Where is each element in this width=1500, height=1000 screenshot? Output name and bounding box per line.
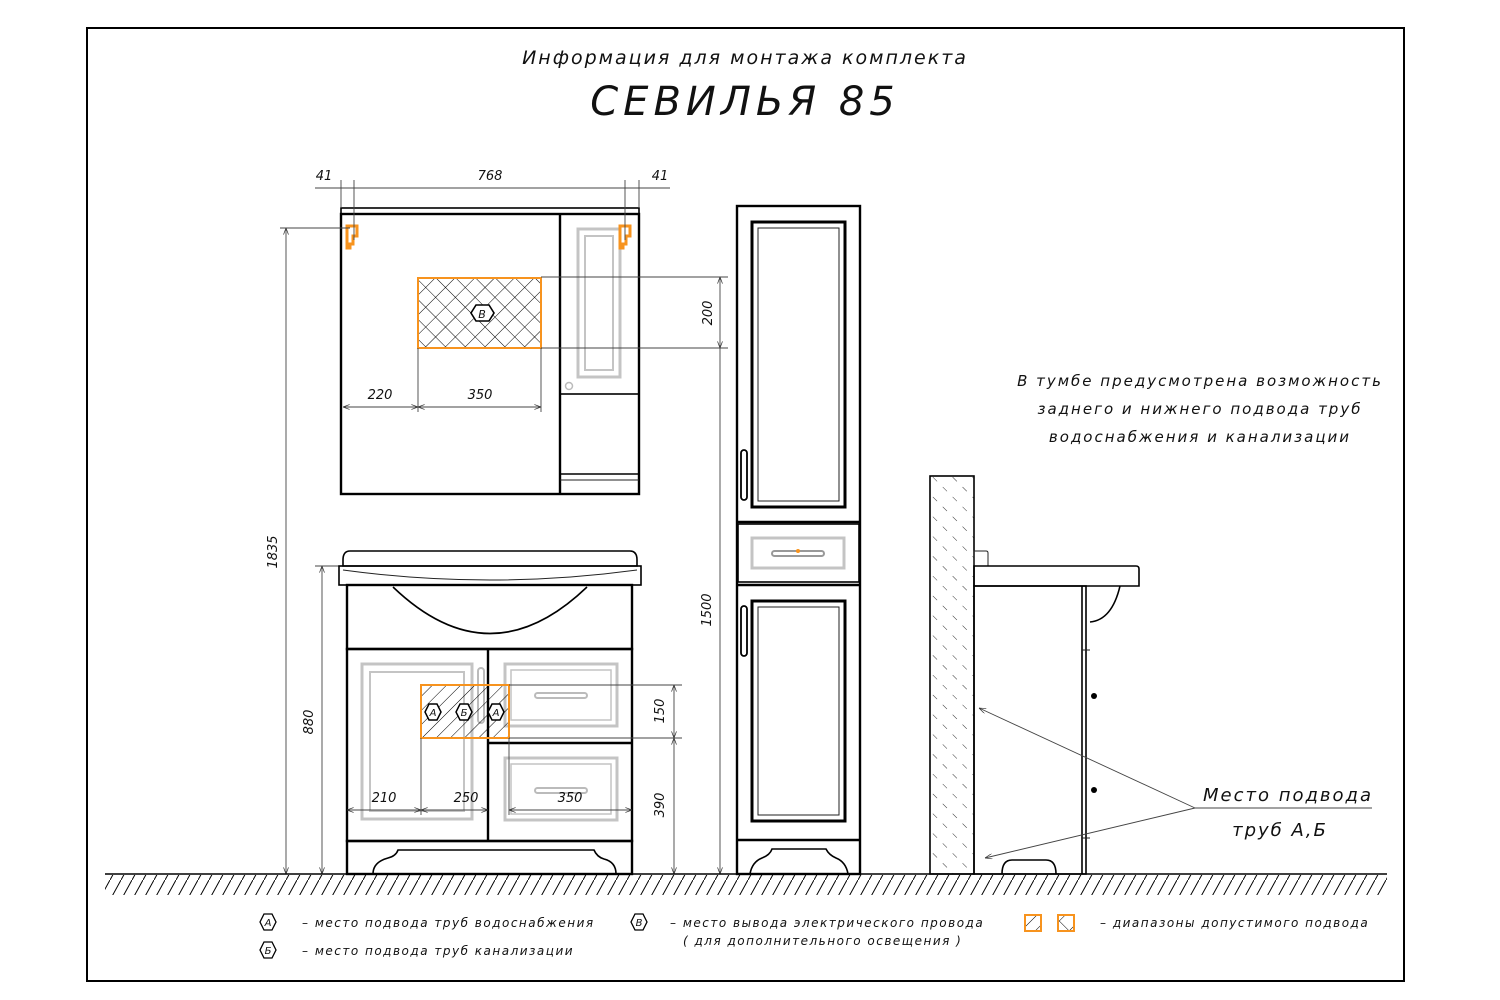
side-view <box>929 475 1140 875</box>
legend-item-electric: В – место вывода электрического провода … <box>630 913 984 948</box>
vanity-unit: А Б А <box>338 550 642 876</box>
mount-hook-icon <box>345 224 359 250</box>
knob-icon <box>564 381 574 391</box>
drawer-handle-icon <box>534 692 588 699</box>
marker-water-icon: А <box>487 703 505 721</box>
page-subtitle: Информация для монтажа комплекта <box>522 47 968 69</box>
marker-water-icon <box>259 913 277 931</box>
svg-text:200: 200 <box>701 301 716 326</box>
svg-text:390: 390 <box>653 793 668 818</box>
svg-text:Место подвода: Место подвода <box>1203 785 1373 806</box>
svg-text:210: 210 <box>372 791 397 806</box>
svg-text:труб А,Б: труб А,Б <box>1232 820 1328 841</box>
page-title: СЕВИЛЬЯ 85 <box>590 79 900 125</box>
installation-note: В тумбе предусмотрена возможность заднег… <box>1017 372 1383 446</box>
mount-hook-icon <box>618 224 632 250</box>
vanity-dimensions: 210 250 350 150 390 <box>347 684 682 874</box>
pipe-callout: Место подвода труб А,Б <box>979 708 1373 858</box>
marker-sewer-icon: Б <box>455 703 473 721</box>
svg-text:В тумбе предусмотрена возможно: В тумбе предусмотрена возможность <box>1017 372 1383 390</box>
floor-line <box>105 873 1387 895</box>
mirror-dimensions: 41 768 41 220 350 200 <box>315 169 728 412</box>
pencil-cabinet <box>735 204 862 876</box>
legend-item-ranges: – диапазоны допустимого подвода <box>1024 914 1369 932</box>
marker-electric-icon <box>470 304 495 322</box>
svg-text:– место подвода труб водоснабж: – место подвода труб водоснабжения <box>302 916 595 930</box>
svg-text:( для дополнительного освещени: ( для дополнительного освещения ) <box>683 934 962 948</box>
knob-icon <box>1091 693 1097 699</box>
door-handle-icon <box>740 605 748 657</box>
svg-text:– место подвода труб канализац: – место подвода труб канализации <box>302 944 574 958</box>
svg-text:880: 880 <box>302 710 317 735</box>
svg-text:– диапазоны допустимого подвод: – диапазоны допустимого подвода <box>1100 916 1369 930</box>
marker-electric-icon <box>630 913 648 931</box>
svg-text:41: 41 <box>316 169 333 184</box>
svg-text:Б: Б <box>461 708 468 719</box>
legend-item-sewer: Б – место подвода труб канализации <box>259 941 574 959</box>
svg-text:водоснабжения и канализации: водоснабжения и канализации <box>1049 428 1351 446</box>
height-dimensions: 1835 880 1500 <box>266 227 720 874</box>
svg-text:А: А <box>492 708 500 719</box>
svg-text:В: В <box>478 308 486 321</box>
marker-water-icon: А <box>424 703 442 721</box>
drawing-frame <box>86 27 1405 982</box>
wall-section <box>929 475 975 875</box>
svg-text:В: В <box>636 918 643 929</box>
svg-text:41: 41 <box>652 169 669 184</box>
drawer-handle-icon <box>534 787 588 794</box>
knob-icon <box>1091 787 1097 793</box>
hatch-range-icon <box>1024 914 1042 932</box>
svg-text:150: 150 <box>653 699 668 724</box>
svg-text:Б: Б <box>265 946 272 957</box>
svg-text:250: 250 <box>454 791 479 806</box>
legend: А – место подвода труб водоснабжения Б –… <box>259 913 1369 959</box>
marker-sewer-icon <box>259 941 277 959</box>
svg-text:А: А <box>429 708 437 719</box>
svg-text:1835: 1835 <box>266 535 281 568</box>
svg-text:заднего и нижнего подвода труб: заднего и нижнего подвода труб <box>1038 400 1363 418</box>
svg-text:220: 220 <box>368 388 393 403</box>
svg-text:А: А <box>264 918 272 929</box>
svg-text:– место вывода электрического: – место вывода электрического провода <box>670 916 984 930</box>
crosshatch-range-icon <box>1057 914 1075 932</box>
mirror-cabinet: В <box>339 207 641 496</box>
svg-text:350: 350 <box>468 388 493 403</box>
svg-text:768: 768 <box>478 169 503 184</box>
svg-text:350: 350 <box>558 791 583 806</box>
svg-text:1500: 1500 <box>700 593 715 626</box>
door-handle-icon <box>740 449 748 501</box>
legend-item-water: А – место подвода труб водоснабжения <box>259 913 595 931</box>
